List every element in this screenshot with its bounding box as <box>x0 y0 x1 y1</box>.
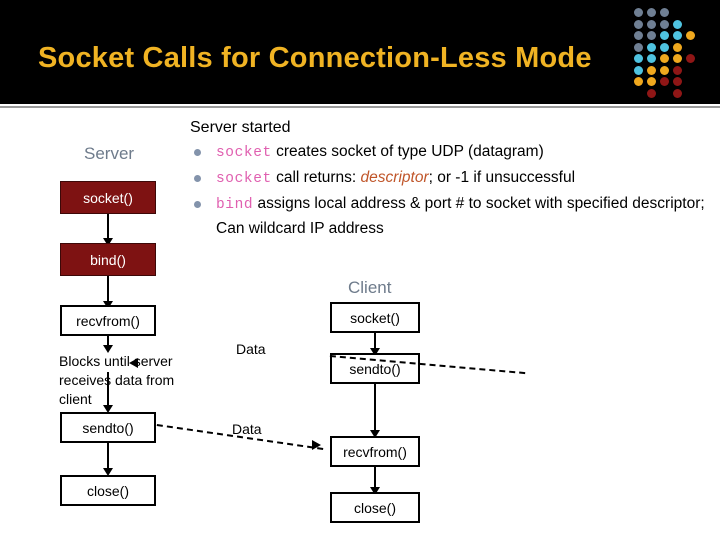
decor-dot <box>660 54 669 63</box>
header-divider <box>0 106 720 108</box>
decor-dot <box>634 31 643 40</box>
bullet-text-tail: ; or -1 if unsuccessful <box>428 169 576 186</box>
client-node-sendto[interactable]: sendto() <box>330 353 420 384</box>
client-edge-socket-sendto <box>374 333 376 352</box>
code-token: bind <box>216 197 254 213</box>
decor-dot <box>647 77 656 86</box>
decor-dot <box>647 88 656 98</box>
arrowhead-down-icon <box>103 238 113 246</box>
arrowhead-down-icon <box>370 430 380 438</box>
decor-dot <box>686 31 695 40</box>
decor-dot <box>634 77 643 86</box>
list-item: bind assigns local address & port # to s… <box>190 192 710 240</box>
server-node-socket[interactable]: socket() <box>60 181 156 214</box>
decor-dot <box>634 42 643 52</box>
server-edge-socket-bind <box>107 214 109 240</box>
decor-dot <box>634 65 643 75</box>
client-edge-recvfrom-close <box>374 467 376 491</box>
code-token: socket <box>216 145 272 161</box>
decor-dot <box>673 42 682 52</box>
bullet-list: socket creates socket of type UDP (datag… <box>190 140 710 240</box>
bullet-dot-icon <box>194 201 201 208</box>
decor-dot <box>647 19 656 29</box>
dot-matrix-decoration <box>634 8 714 100</box>
title-bar <box>0 0 720 104</box>
decor-dot <box>660 42 669 52</box>
arrowhead-down-icon <box>103 405 113 413</box>
decor-dot <box>647 65 656 75</box>
arrowhead-left-icon <box>129 358 138 368</box>
bullet-dot-icon <box>194 175 201 182</box>
server-column-label: Server <box>84 144 135 163</box>
server-edge-recvfrom-note <box>107 336 109 349</box>
decor-dot <box>647 42 656 52</box>
server-blocking-note: Blocks until server receives data from c… <box>59 353 175 407</box>
decor-dot <box>634 54 643 63</box>
decor-dot <box>673 31 682 40</box>
arrowhead-right-icon <box>312 440 321 450</box>
page-title: Socket Calls for Connection-Less Mode <box>38 42 592 74</box>
client-column-label: Client <box>348 278 392 297</box>
decor-dot <box>647 8 656 17</box>
bullet-text: call returns: <box>271 169 361 186</box>
server-node-sendto[interactable]: sendto() <box>60 412 156 443</box>
decor-dot <box>673 65 682 75</box>
bullet-dot-icon <box>194 149 201 156</box>
arrowhead-down-icon <box>103 345 113 353</box>
decor-dot <box>660 77 669 86</box>
data-label-client-to-server: Data <box>236 341 266 357</box>
decor-dot <box>673 19 682 29</box>
server-node-close[interactable]: close() <box>60 475 156 506</box>
client-node-socket[interactable]: socket() <box>330 302 420 333</box>
decor-dot <box>660 65 669 75</box>
decor-dot <box>660 8 669 17</box>
server-node-recvfrom[interactable]: recvfrom() <box>60 305 156 336</box>
arrowhead-down-icon <box>103 468 113 476</box>
client-edge-sendto-recvfrom <box>374 384 376 436</box>
data-label-server-to-client: Data <box>232 421 262 437</box>
server-edge-bind-recvfrom <box>107 276 109 304</box>
list-item: socket call returns: descriptor; or -1 i… <box>190 166 710 191</box>
client-node-recvfrom[interactable]: recvfrom() <box>330 436 420 467</box>
emphasis-text: descriptor <box>360 169 429 186</box>
decor-dot <box>686 54 695 63</box>
arrowhead-down-icon <box>370 348 380 356</box>
server-edge-note-sendto <box>107 372 109 410</box>
server-edge-sendto-close <box>107 443 109 471</box>
decor-dot <box>673 88 682 98</box>
intro-line: Server started <box>190 119 291 136</box>
decor-dot <box>673 54 682 63</box>
decor-dot <box>647 31 656 40</box>
decor-dot <box>673 77 682 86</box>
list-item: socket creates socket of type UDP (datag… <box>190 140 710 165</box>
bullet-text: creates socket of type UDP (datagram) <box>271 143 544 160</box>
decor-dot <box>660 19 669 29</box>
decor-dot <box>660 31 669 40</box>
decor-dot <box>634 8 643 17</box>
bullet-text: assigns local address & port # to socket… <box>216 195 705 237</box>
server-node-bind[interactable]: bind() <box>60 243 156 276</box>
decor-dot <box>634 19 643 29</box>
arrowhead-down-icon <box>370 487 380 495</box>
client-node-close[interactable]: close() <box>330 492 420 523</box>
code-token: socket <box>216 171 272 187</box>
decor-dot <box>647 54 656 63</box>
body-text-block: Server started socket creates socket of … <box>190 118 710 241</box>
